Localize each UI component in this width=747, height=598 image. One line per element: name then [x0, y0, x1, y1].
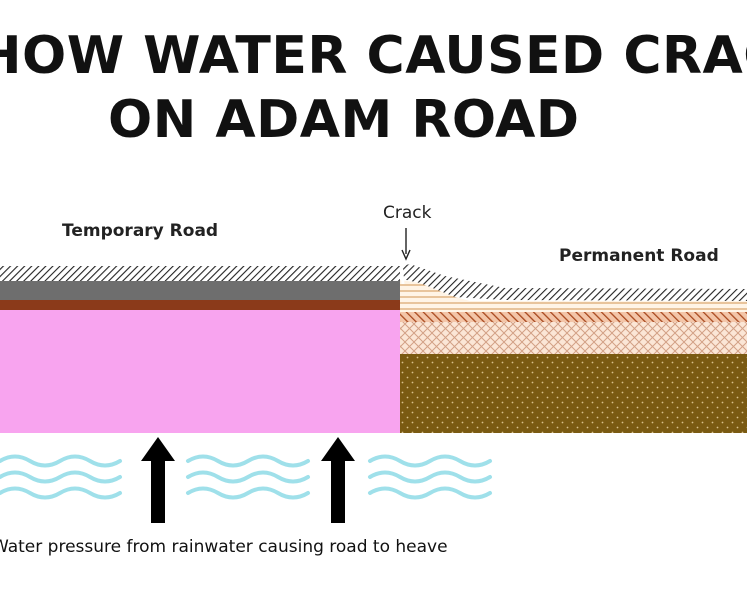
temporary-road-soil-layer	[0, 310, 400, 433]
title-line-1: HOW WATER CAUSED CRACKS	[0, 26, 747, 86]
temporary-road-section	[0, 266, 400, 433]
title-line-2: ON ADAM ROAD	[108, 90, 580, 150]
up-arrow-icon	[141, 437, 175, 523]
permanent-road-diagonal-layer	[400, 312, 747, 322]
permanent-road-crosshatch-layer	[400, 322, 747, 354]
crack-label: Crack	[383, 203, 432, 223]
permanent-road-base-layer	[400, 280, 747, 312]
crack-line	[399, 261, 405, 285]
water-waves-icon	[0, 454, 492, 500]
permanent-road-subgrade-layer	[400, 354, 747, 433]
water-pressure-caption: Water pressure from rainwater causing ro…	[0, 537, 448, 557]
temporary-road-label: Temporary Road	[62, 221, 219, 241]
permanent-road-label: Permanent Road	[559, 246, 719, 266]
down-arrow-icon	[401, 228, 411, 261]
up-arrow-icon	[321, 437, 355, 523]
permanent-road-surface-layer	[402, 264, 747, 301]
temporary-road-surface-layer	[0, 266, 400, 281]
permanent-road-section	[399, 261, 747, 433]
temporary-road-base-band	[0, 300, 400, 310]
temporary-road-asphalt-layer	[0, 281, 400, 300]
